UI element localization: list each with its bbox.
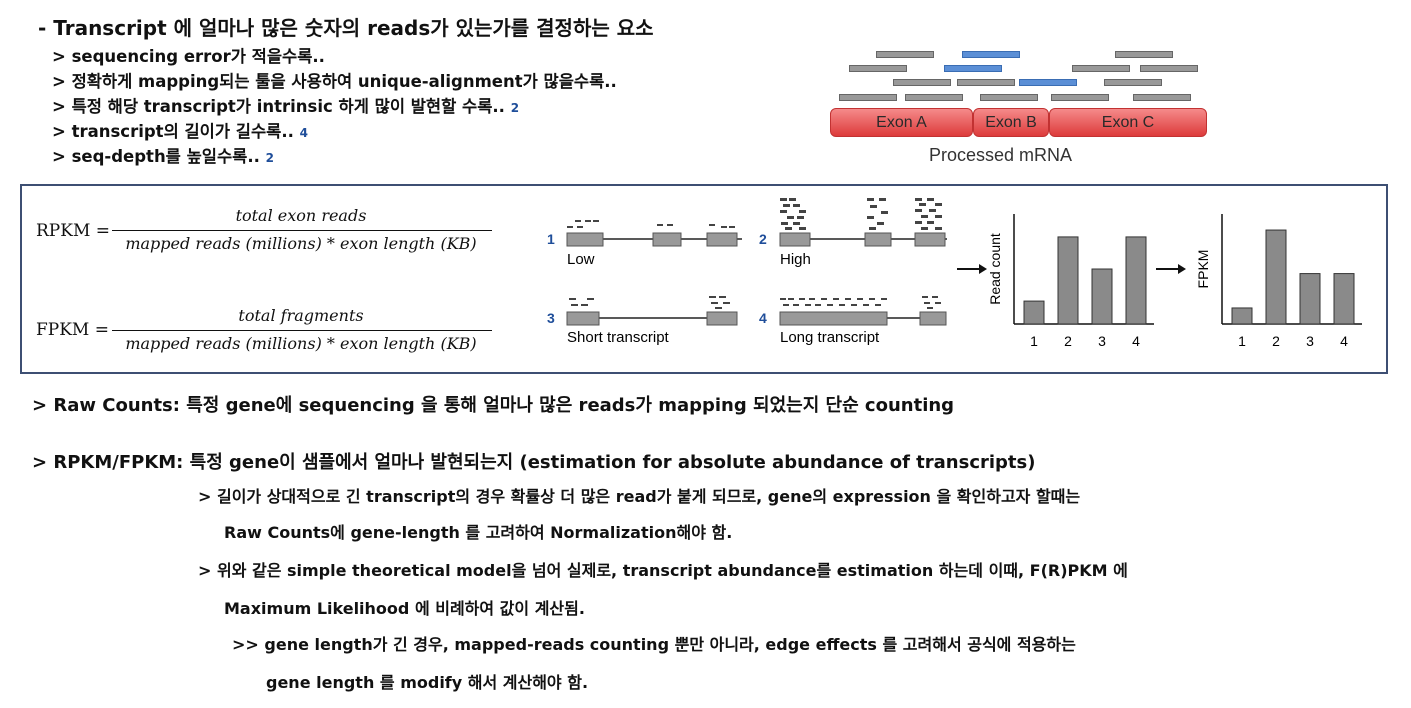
panel-number: 3 <box>547 310 555 326</box>
bar <box>1091 268 1113 325</box>
panel-label: Long transcript <box>780 329 880 346</box>
x-tick-label: 1 <box>1238 333 1246 349</box>
read-count-chart: Read count 1 2 3 4 <box>987 214 1154 349</box>
unique-read-bar <box>944 65 1002 72</box>
read-bar <box>839 94 897 101</box>
fpkm-denominator: mapped reads (millions) * exon length (K… <box>125 334 477 353</box>
panel-number: 1 <box>547 231 555 247</box>
panel-high <box>779 198 947 247</box>
fpkm-fraction-line <box>112 330 492 331</box>
arrow-icon <box>1156 264 1186 274</box>
read-bar <box>1133 94 1191 101</box>
read-bar <box>1115 51 1173 58</box>
panel-number: 2 <box>759 231 767 247</box>
panel-label: Low <box>567 251 595 268</box>
rpkm-fpkm-bullet: > RPKM/FPKM: 특정 gene이 샘플에서 얼마나 발현되는지 (es… <box>32 452 1036 473</box>
y-axis-label: Read count <box>987 233 1003 305</box>
read-bar <box>1051 94 1109 101</box>
factor-item: > 특정 해당 transcript가 intrinsic 하게 많이 발현할 … <box>52 93 519 117</box>
panel-label: High <box>780 251 811 268</box>
factor-text: > seq-depth를 높일수록.. <box>52 147 260 166</box>
factor-text: > sequencing error가 적을수록.. <box>52 47 325 66</box>
factor-ref: 2 <box>265 151 274 165</box>
factor-item: > sequencing error가 적을수록.. <box>52 43 325 67</box>
factor-text: > 특정 해당 transcript가 intrinsic 하게 많이 발현할 … <box>52 97 505 116</box>
bar <box>1023 300 1045 325</box>
read-bar <box>893 79 951 86</box>
factor-ref: 2 <box>510 101 520 115</box>
page-heading: - Transcript 에 얼마나 많은 숫자의 reads가 있는가를 결정… <box>38 16 654 40</box>
read-bar <box>1072 65 1130 72</box>
x-tick-label: 3 <box>1306 333 1314 349</box>
rpkm-denominator: mapped reads (millions) * exon length (K… <box>125 234 477 253</box>
sub-bullet-line: Raw Counts에 gene-length 를 고려하여 Normaliza… <box>224 523 733 542</box>
read-bar <box>1140 65 1198 72</box>
read-bar <box>849 65 907 72</box>
sub-bullet-line: Maximum Likelihood 에 비례하여 값이 계산됨. <box>224 599 585 618</box>
panel-number: 4 <box>759 310 767 326</box>
x-tick-label: 4 <box>1340 333 1348 349</box>
unique-read-bar <box>962 51 1020 58</box>
exon-c: Exon C <box>1049 108 1207 137</box>
read-bar <box>980 94 1038 101</box>
rpkm-fraction-line <box>112 230 492 231</box>
y-axis-label: FPKM <box>1195 250 1211 289</box>
mrna-caption: Processed mRNA <box>929 145 1073 165</box>
bar <box>1333 273 1355 325</box>
bar <box>1057 236 1079 325</box>
panel-low <box>566 220 742 247</box>
sub-bullet-line: > 위와 같은 simple theoretical model을 넘어 실제로… <box>198 561 1128 580</box>
bar <box>1125 236 1147 325</box>
read-bar <box>905 94 963 101</box>
read-bar <box>1104 79 1162 86</box>
fpkm-label: FPKM = <box>36 320 109 340</box>
raw-counts-bullet: > Raw Counts: 특정 gene에 sequencing 을 통해 얼… <box>32 395 955 416</box>
x-tick-label: 4 <box>1132 333 1140 349</box>
exon-a: Exon A <box>830 108 973 137</box>
factor-ref: 4 <box>299 126 308 140</box>
factor-item: > 정확하게 mapping되는 툴을 사용하여 unique-alignmen… <box>52 68 617 92</box>
arrow-icon <box>957 264 987 274</box>
read-bar <box>876 51 934 58</box>
normalization-box: RPKM = total exon reads mapped reads (mi… <box>20 184 1388 374</box>
sub-bullet-line: > 길이가 상대적으로 긴 transcript의 경우 확률상 더 많은 re… <box>198 487 1081 506</box>
factor-text: > transcript의 길이가 길수록.. <box>52 122 294 141</box>
rpkm-label: RPKM = <box>36 221 110 241</box>
panel-label: Short transcript <box>567 329 670 346</box>
sub-bullet-line: >> gene length가 긴 경우, mapped-reads count… <box>232 635 1076 654</box>
exon-b: Exon B <box>973 108 1049 137</box>
panel-short <box>566 296 738 326</box>
bar <box>1231 307 1253 325</box>
read-bar <box>957 79 1015 86</box>
panel-long <box>779 296 947 326</box>
fpkm-chart: FPKM 1 2 3 4 <box>1195 214 1362 349</box>
sub-bullet-line: gene length 를 modify 해서 계산해야 함. <box>266 673 589 692</box>
x-tick-label: 2 <box>1064 333 1072 349</box>
factor-item: > seq-depth를 높일수록.. 2 <box>52 143 274 167</box>
factor-text: > 정확하게 mapping되는 툴을 사용하여 unique-alignmen… <box>52 72 617 91</box>
unique-read-bar <box>1019 79 1077 86</box>
factor-item: > transcript의 길이가 길수록.. 4 <box>52 118 308 142</box>
rpkm-numerator: total exon reads <box>235 206 367 225</box>
bar <box>1265 229 1287 325</box>
x-tick-label: 3 <box>1098 333 1106 349</box>
transcript-schematic: 1 2 3 4 Low High Short transcript Long t… <box>547 198 947 346</box>
fpkm-numerator: total fragments <box>238 306 364 325</box>
bar <box>1299 273 1321 325</box>
x-tick-label: 1 <box>1030 333 1038 349</box>
x-tick-label: 2 <box>1272 333 1280 349</box>
